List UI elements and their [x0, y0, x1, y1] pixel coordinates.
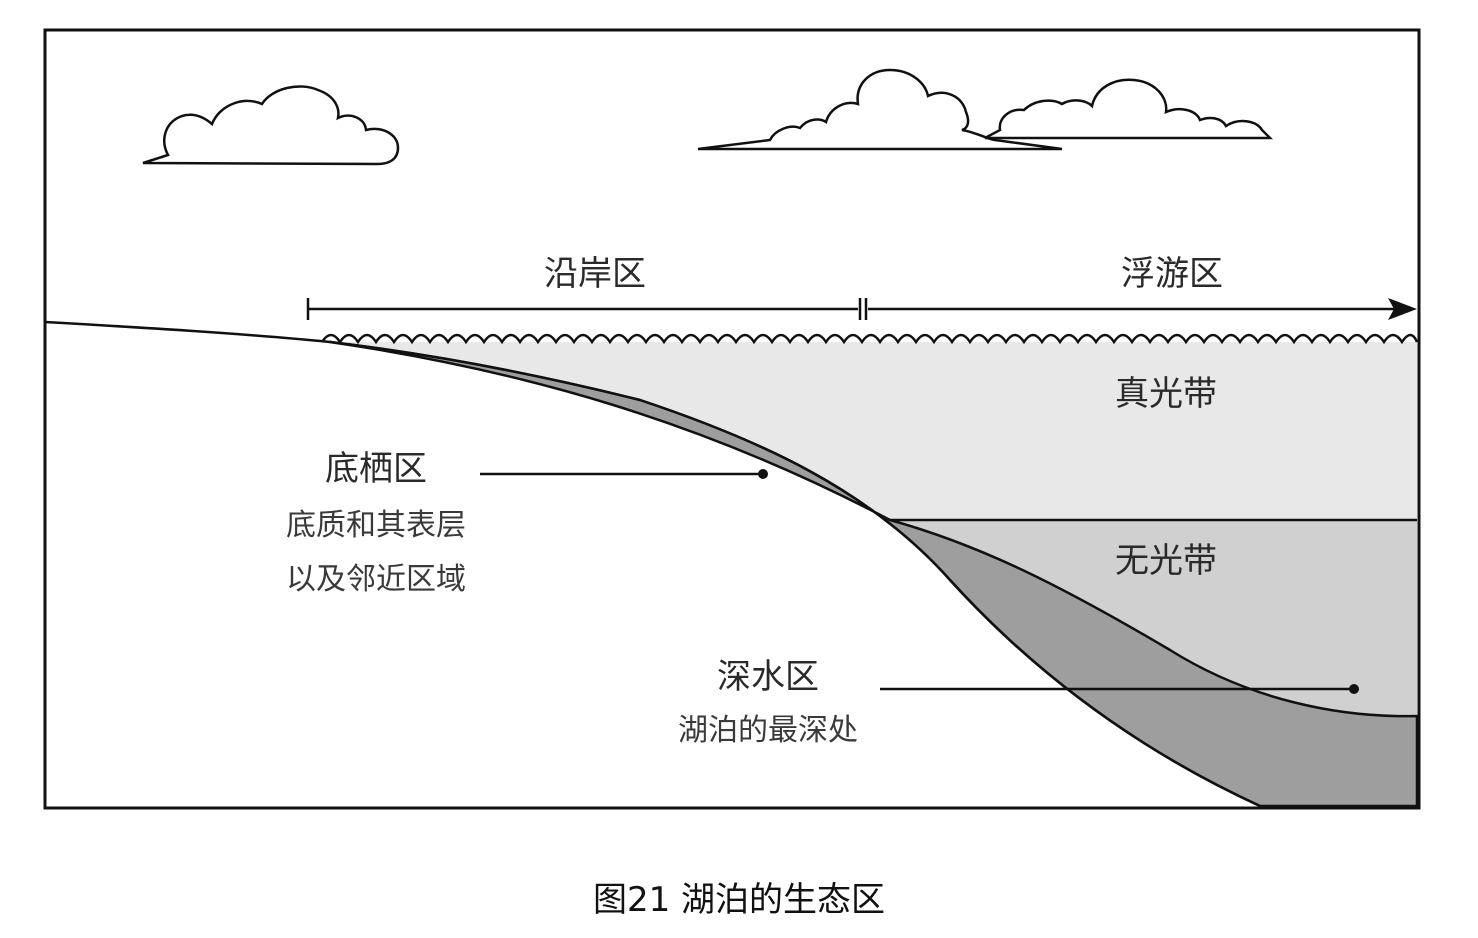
benthic-zone-desc-2: 以及邻近区域	[286, 562, 466, 597]
benthic-zone-desc-1: 底质和其表层	[286, 508, 466, 543]
benthic-zone-title: 底栖区	[325, 449, 427, 489]
limnetic-arrowhead	[1388, 298, 1417, 320]
limnetic-zone-label: 浮游区	[1121, 254, 1223, 294]
littoral-zone-label: 沿岸区	[544, 254, 646, 294]
profundal-zone-desc: 湖泊的最深处	[678, 713, 858, 748]
water-surface-waves	[320, 333, 1419, 345]
aphotic-zone-label: 无光带	[1115, 541, 1217, 581]
profundal-leader-dot	[1349, 684, 1359, 694]
figure-caption: 图21 湖泊的生态区	[592, 880, 886, 920]
benthic-leader-dot	[758, 469, 768, 479]
shore-line	[44, 320, 1261, 808]
cloud-left	[142, 85, 400, 166]
photic-zone-label: 真光带	[1115, 374, 1217, 414]
cloud-right	[984, 78, 1274, 140]
profundal-zone-title: 深水区	[717, 657, 819, 697]
cloud-middle	[697, 68, 1063, 151]
photic-zone-region	[330, 342, 1417, 520]
